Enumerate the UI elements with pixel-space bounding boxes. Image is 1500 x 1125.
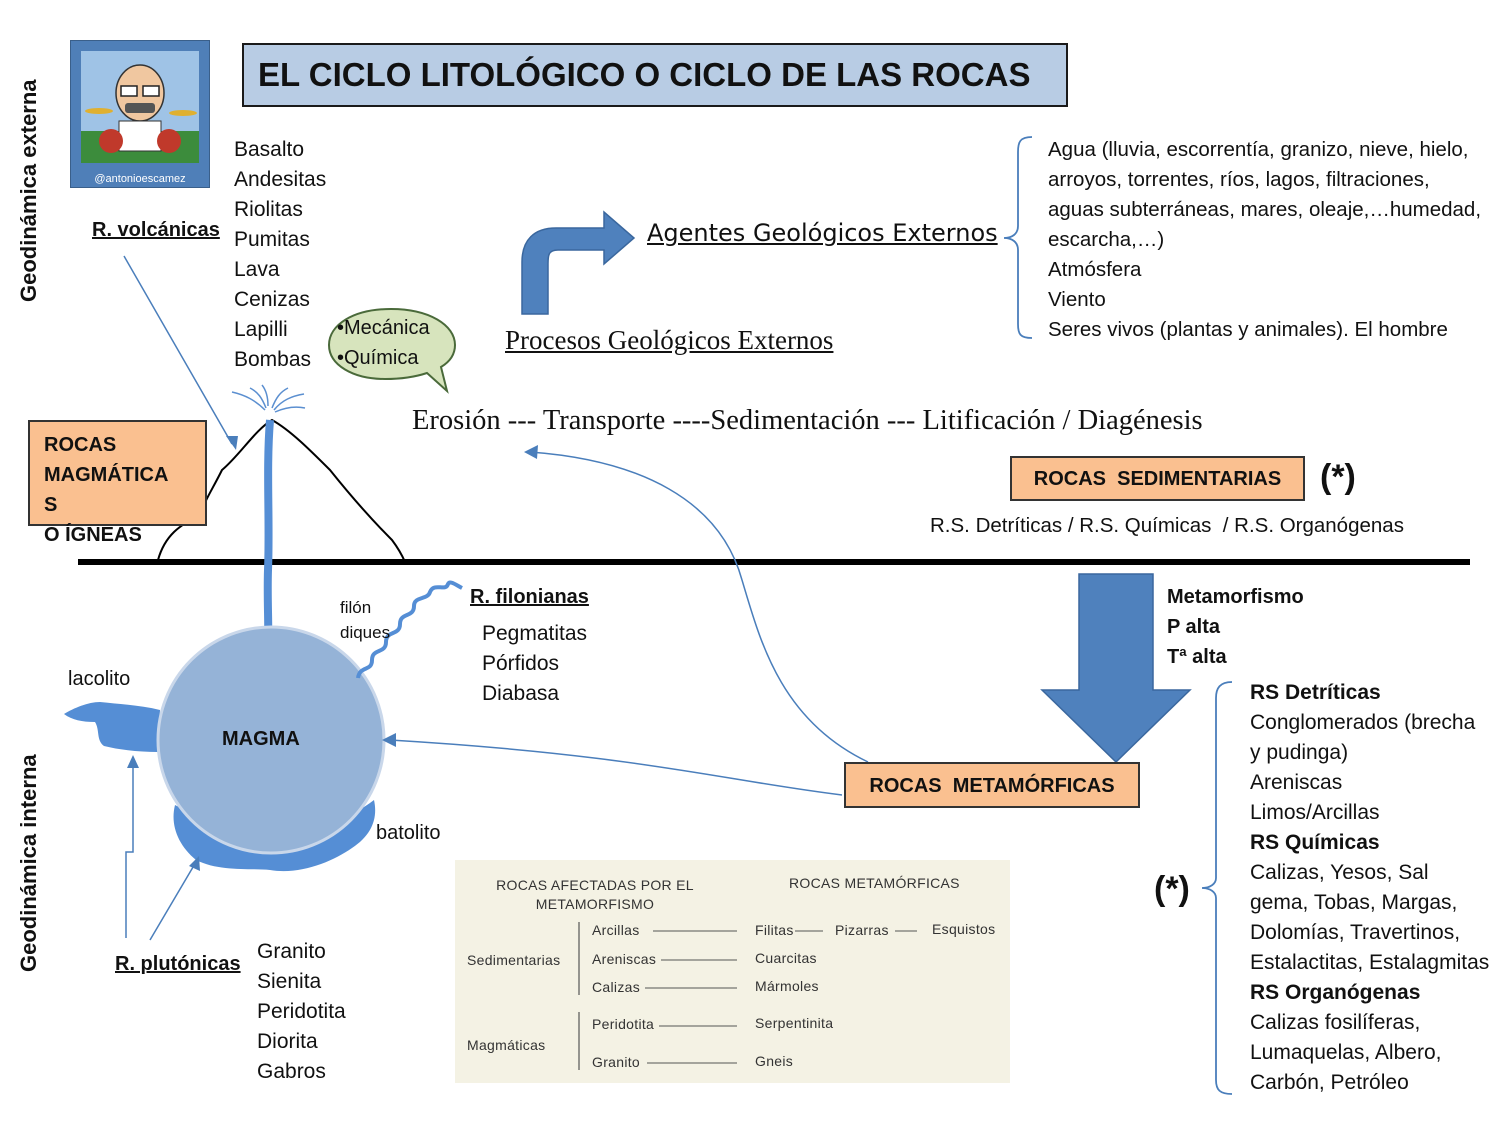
- eruption-rays: [231, 384, 306, 413]
- list-item: Gabros: [257, 1060, 326, 1083]
- list-item: Calizas, Yesos, Sal: [1250, 861, 1429, 884]
- agents-label: Agentes Geológicos Externos: [647, 219, 998, 247]
- dike-list: Pegmatitas Pórfidos Diabasa: [482, 619, 587, 709]
- metamorphism-down-arrow: [1040, 573, 1192, 764]
- sedimentary-rocks-box: ROCAS SEDIMENTARIAS: [1010, 456, 1305, 501]
- list-item: Lapilli: [234, 318, 288, 341]
- list-item: Bombas: [234, 348, 312, 371]
- table-row: Arcillas: [592, 922, 640, 938]
- table-cell: Cuarcitas: [755, 950, 817, 966]
- list-item: Pegmatitas: [482, 622, 588, 645]
- list-item: escarcha,…): [1048, 228, 1165, 251]
- side-label-external: Geodinámica externa: [16, 79, 41, 302]
- list-item: Agua (lluvia, escorrentía, granizo, niev…: [1048, 138, 1469, 161]
- list-item: Diabasa: [482, 682, 560, 705]
- table-group-sed: Sedimentarias: [467, 952, 561, 968]
- asterisk-note: (*): [1320, 458, 1356, 496]
- process-chain: Erosión --- Transporte ----Sedimentación…: [412, 405, 1203, 436]
- list-item: Dolomías, Travertinos,: [1250, 921, 1461, 944]
- table-cell: Gneis: [755, 1053, 794, 1069]
- bubble-item: •Mecánica: [337, 317, 430, 339]
- list-item: Sienita: [257, 970, 322, 993]
- agents-list: Agua (lluvia, escorrentía, granizo, niev…: [1048, 135, 1481, 345]
- page-title: EL CICLO LITOLÓGICO O CICLO DE LAS ROCAS: [242, 43, 1068, 107]
- list-item: Lumaquelas, Albero,: [1250, 1041, 1442, 1064]
- side-label-internal: Geodinámica interna: [16, 754, 41, 972]
- metamorphism-conditions: Metamorfismo P alta Tª alta: [1167, 586, 1304, 668]
- list-item: Atmósfera: [1048, 258, 1142, 281]
- bubble-item: •Química: [337, 347, 419, 369]
- volcanic-conduit: [263, 419, 274, 649]
- table-cell: Pizarras: [835, 922, 889, 938]
- table-row: Calizas: [592, 979, 641, 995]
- magmatic-rocks-label: ROCAS MAGMÁTICA S O ÍGNEAS: [44, 434, 169, 546]
- list-item: Pumitas: [234, 228, 310, 251]
- magma-label: MAGMA: [222, 728, 300, 750]
- table-lines: [578, 922, 917, 1070]
- category-heading: RS Organógenas: [1250, 981, 1421, 1004]
- list-item: Peridotita: [257, 1000, 346, 1023]
- process-to-agents-arrow: [521, 210, 636, 315]
- list-item: Riolitas: [234, 198, 303, 221]
- metamorphic-rocks-box: ROCAS METAMÓRFICAS: [844, 762, 1140, 808]
- list-item: Calizas fosilíferas,: [1250, 1011, 1421, 1034]
- list-item: Diorita: [257, 1030, 318, 1053]
- sedimentary-asterisk: (*): [1154, 870, 1190, 908]
- thin-arrow-heads: [127, 436, 538, 871]
- dike-heading: R. filonianas: [470, 586, 589, 608]
- plutonic-heading: R. plutónicas: [115, 953, 241, 975]
- plutonic-list: Granito Sienita Peridotita Diorita Gabro…: [257, 937, 346, 1087]
- table-row: Peridotita: [592, 1016, 655, 1032]
- list-item: Andesitas: [234, 168, 327, 191]
- list-item: Estalactitas, Estalagmitas: [1250, 951, 1490, 974]
- list-item: Granito: [257, 940, 326, 963]
- list-item: Pórfidos: [482, 652, 560, 675]
- list-item: Viento: [1048, 288, 1106, 311]
- table-row: Granito: [592, 1054, 641, 1070]
- category-heading: RS Químicas: [1250, 831, 1380, 854]
- table-group-mag: Magmáticas: [467, 1037, 546, 1053]
- list-item: Basalto: [234, 138, 305, 161]
- bubble-shape: [327, 307, 457, 394]
- table-cell: Esquistos: [932, 921, 996, 937]
- laccolith-shape: [64, 702, 160, 752]
- laccolith-label: lacolito: [68, 668, 131, 690]
- list-item: arroyos, torrentes, ríos, lagos, filtrac…: [1048, 168, 1430, 191]
- sedimentary-detail-brace: [1201, 681, 1233, 1095]
- list-item: Lava: [234, 258, 280, 281]
- magmatic-rocks-box: [28, 420, 207, 526]
- dike-label: filón diques: [340, 598, 391, 642]
- table-head-left: ROCAS AFECTADAS POR EL METAMORFISMO: [496, 877, 694, 912]
- list-item: Seres vivos (plantas y animales). El hom…: [1048, 318, 1448, 341]
- table-row: Areniscas: [592, 951, 657, 967]
- thin-arrows: [123, 255, 869, 941]
- list-item: Conglomerados (brecha: [1250, 711, 1476, 734]
- list-item: aguas subterráneas, mares, oleaje,…humed…: [1048, 198, 1482, 221]
- list-item: y pudinga): [1250, 741, 1349, 764]
- weathering-bubble: •Mecánica •Química: [325, 305, 460, 395]
- dike-squiggle: [356, 580, 463, 679]
- list-item: Limos/Arcillas: [1250, 801, 1380, 824]
- category-heading: RS Detríticas: [1250, 681, 1381, 704]
- batholith-label: batolito: [376, 822, 441, 844]
- table-cell: Filitas: [755, 922, 794, 938]
- list-item: Carbón, Petróleo: [1250, 1071, 1409, 1094]
- metamorphism-table: ROCAS AFECTADAS POR EL METAMORFISMO ROCA…: [455, 860, 1010, 1083]
- avatar-handle: @antonioescamez: [94, 173, 186, 185]
- avatar: @antonioescamez: [70, 40, 210, 188]
- avatar-cartoon: [81, 51, 199, 163]
- table-cell: Serpentinita: [755, 1015, 834, 1031]
- list-item: gema, Tobas, Margas,: [1250, 891, 1458, 914]
- agents-brace: [1003, 136, 1033, 339]
- table-cell: Mármoles: [755, 978, 819, 994]
- sedimentary-types: R.S. Detríticas / R.S. Químicas / R.S. O…: [930, 514, 1404, 537]
- processes-label: Procesos Geológicos Externos: [505, 325, 834, 355]
- volcanic-list: Basalto Andesitas Riolitas Pumitas Lava …: [234, 135, 326, 375]
- volcanic-heading: R. volcánicas: [92, 219, 220, 241]
- table-head-right: ROCAS METAMÓRFICAS: [789, 875, 960, 891]
- list-item: Cenizas: [234, 288, 310, 311]
- list-item: Areniscas: [1250, 771, 1343, 794]
